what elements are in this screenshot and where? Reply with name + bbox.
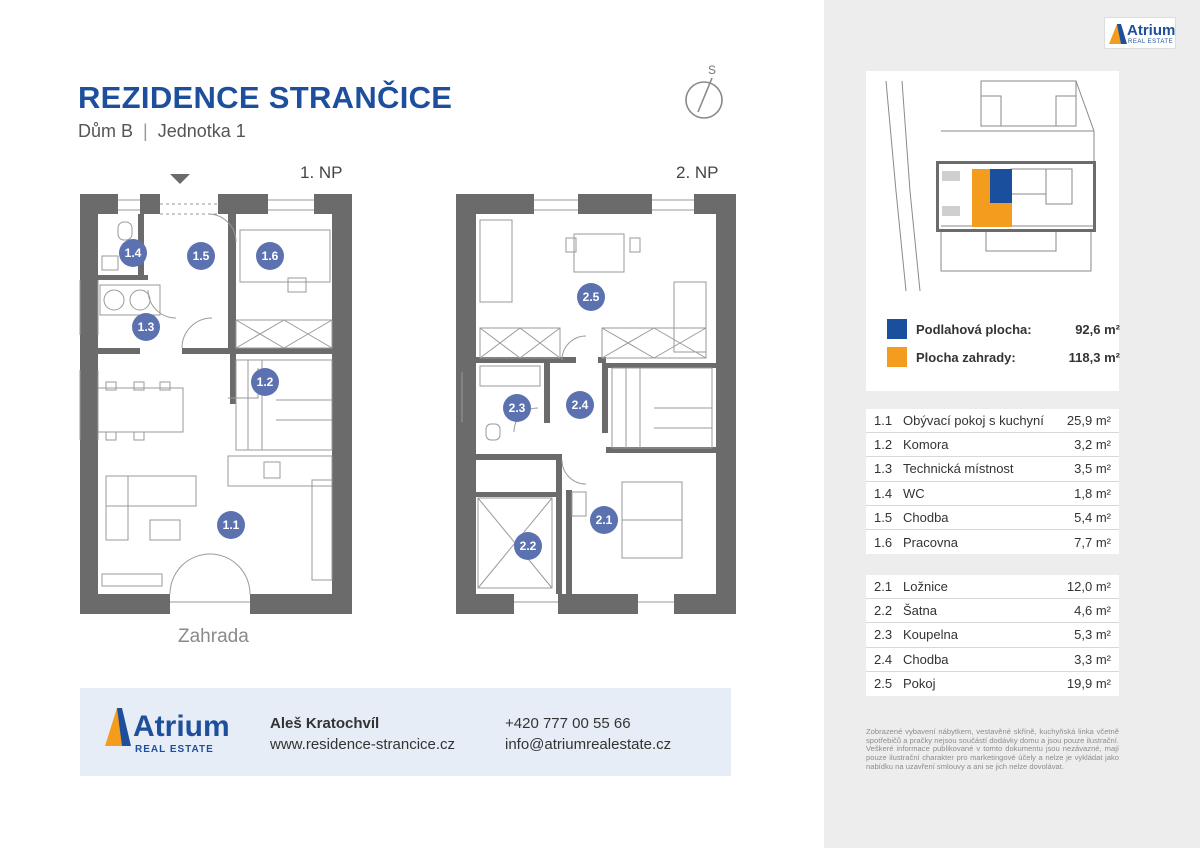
- page-title: REZIDENCE STRANČICE: [78, 80, 453, 115]
- entrance-marker-icon: [170, 174, 190, 184]
- room-area: 12,0 m²: [1066, 579, 1111, 595]
- site-plan-map: [885, 80, 1096, 292]
- floor-1-plan: [79, 174, 352, 614]
- badge-2-4: 2.4: [566, 391, 594, 419]
- room-number: 1.2: [874, 437, 893, 453]
- room-name: Koupelna: [903, 627, 958, 643]
- atrium-logo-icon: [1109, 24, 1127, 44]
- room-name: Chodba: [903, 509, 949, 525]
- room-area: 19,9 m²: [1066, 676, 1111, 692]
- room-number: 2.3: [874, 627, 893, 643]
- contact-email-link[interactable]: info@atriumrealestate.cz: [505, 736, 672, 753]
- table-row: 1.1 Obývací pokoj s kuchyní 25,9 m²: [866, 409, 1119, 434]
- contact-footer: Atrium REAL ESTATE Aleš Kratochvíl www.r…: [80, 688, 731, 776]
- room-name: Komora: [903, 437, 949, 453]
- badge-2-5: 2.5: [577, 283, 605, 311]
- room-area: 5,3 m²: [1074, 627, 1111, 643]
- room-area: 5,4 m²: [1074, 509, 1111, 525]
- contact-person: Aleš Kratochvíl: [270, 715, 380, 732]
- brand-logo: Atrium REAL ESTATE: [105, 704, 235, 760]
- room-number: 1.3: [874, 461, 893, 477]
- legend-garden-label: Plocha zahrady:: [916, 349, 1016, 365]
- badge-1-3: 1.3: [132, 313, 160, 341]
- unit-label: Jednotka 1: [157, 121, 246, 141]
- room-area: 25,9 m²: [1066, 413, 1111, 429]
- floor-area-marker: [990, 169, 1012, 203]
- room-number: 2.4: [874, 651, 893, 667]
- room-name: Pracovna: [903, 534, 958, 550]
- badge-1-6: 1.6: [256, 242, 284, 270]
- garden-label: Zahrada: [178, 626, 249, 647]
- floor-2-plan: [456, 194, 736, 614]
- badge-2-2: 2.2: [514, 532, 542, 560]
- legend-floor-value: 92,6 m²: [1075, 321, 1120, 337]
- floor-2-label: 2. NP: [676, 163, 719, 182]
- room-number: 1.4: [874, 485, 893, 501]
- room-area: 4,6 m²: [1074, 603, 1111, 619]
- room-name: Pokoj: [903, 676, 936, 692]
- brand-name: Atrium: [133, 710, 230, 743]
- table-row: 2.5 Pokoj 19,9 m²: [866, 672, 1119, 696]
- room-name: Obývací pokoj s kuchyní: [903, 413, 1044, 429]
- brand-logo-small: Atrium REAL ESTATE: [1104, 17, 1176, 49]
- brand-name-small: Atrium: [1127, 22, 1176, 39]
- table-row: 1.3 Technická místnost 3,5 m²: [866, 457, 1119, 482]
- room-number: 1.6: [874, 534, 893, 550]
- page-subtitle: Dům B | Jednotka 1: [78, 121, 246, 142]
- legend-floor-swatch: [887, 319, 907, 339]
- badge-1-1: 1.1: [217, 511, 245, 539]
- badge-2-3: 2.3: [503, 394, 531, 422]
- contact-website-link[interactable]: www.residence-strancice.cz: [270, 736, 456, 753]
- room-name: Ložnice: [903, 579, 948, 595]
- room-name: Chodba: [903, 651, 949, 667]
- table-row: 1.5 Chodba 5,4 m²: [866, 506, 1119, 530]
- brand-sub: REAL ESTATE: [135, 744, 214, 755]
- atrium-logo-icon: [105, 708, 131, 746]
- floor-1-label: 1. NP: [300, 163, 343, 182]
- compass-icon: S: [685, 63, 723, 119]
- legend-floor-area: Podlahová plocha: 92,6 m²: [887, 319, 1120, 339]
- contact-phone[interactable]: +420 777 00 55 66: [505, 715, 631, 732]
- legend-garden-area: Plocha zahrady: 118,3 m²: [887, 347, 1120, 367]
- subtitle-separator: |: [143, 121, 148, 141]
- room-name: Šatna: [903, 603, 937, 619]
- room-number: 2.1: [874, 579, 893, 595]
- room-name: Technická místnost: [903, 461, 1014, 477]
- legend-garden-swatch: [887, 347, 907, 367]
- room-number: 1.1: [874, 413, 893, 429]
- house-label: Dům B: [78, 121, 134, 141]
- room-name: WC: [903, 485, 925, 501]
- disclaimer-text: Zobrazené vybavení nábytkem, vestavěné s…: [866, 727, 1119, 771]
- room-number: 2.5: [874, 676, 893, 692]
- table-row: 2.1 Ložnice 12,0 m²: [866, 575, 1119, 600]
- rooms-table-floor-2: 2.1 Ložnice 12,0 m² 2.2 Šatna 4,6 m² 2.3 Koup…: [866, 575, 1119, 696]
- room-area: 3,5 m²: [1074, 461, 1111, 477]
- badge-1-5: 1.5: [187, 242, 215, 270]
- room-number: 2.2: [874, 603, 893, 619]
- table-row: 1.6 Pracovna 7,7 m²: [866, 530, 1119, 554]
- room-area: 3,2 m²: [1074, 437, 1111, 453]
- badge-1-2: 1.2: [251, 368, 279, 396]
- site-plan: [866, 71, 1119, 391]
- rooms-table-floor-1: 1.1 Obývací pokoj s kuchyní 25,9 m² 1.2 Kom…: [866, 409, 1119, 555]
- badge-2-1: 2.1: [590, 506, 618, 534]
- room-area: 7,7 m²: [1074, 534, 1111, 550]
- table-row: 1.2 Komora 3,2 m²: [866, 433, 1119, 458]
- room-area: 3,3 m²: [1074, 651, 1111, 667]
- badge-1-4: 1.4: [119, 239, 147, 267]
- table-row: 1.4 WC 1,8 m²: [866, 482, 1119, 506]
- legend-garden-value: 118,3 m²: [1068, 349, 1120, 365]
- room-number: 1.5: [874, 509, 893, 525]
- table-row: 2.4 Chodba 3,3 m²: [866, 648, 1119, 672]
- legend-floor-label: Podlahová plocha:: [916, 321, 1032, 337]
- brand-sub-small: REAL ESTATE: [1128, 39, 1174, 45]
- table-row: 2.3 Koupelna 5,3 m²: [866, 623, 1119, 648]
- compass-letter: S: [708, 63, 716, 77]
- room-area: 1,8 m²: [1074, 485, 1111, 501]
- table-row: 2.2 Šatna 4,6 m²: [866, 599, 1119, 624]
